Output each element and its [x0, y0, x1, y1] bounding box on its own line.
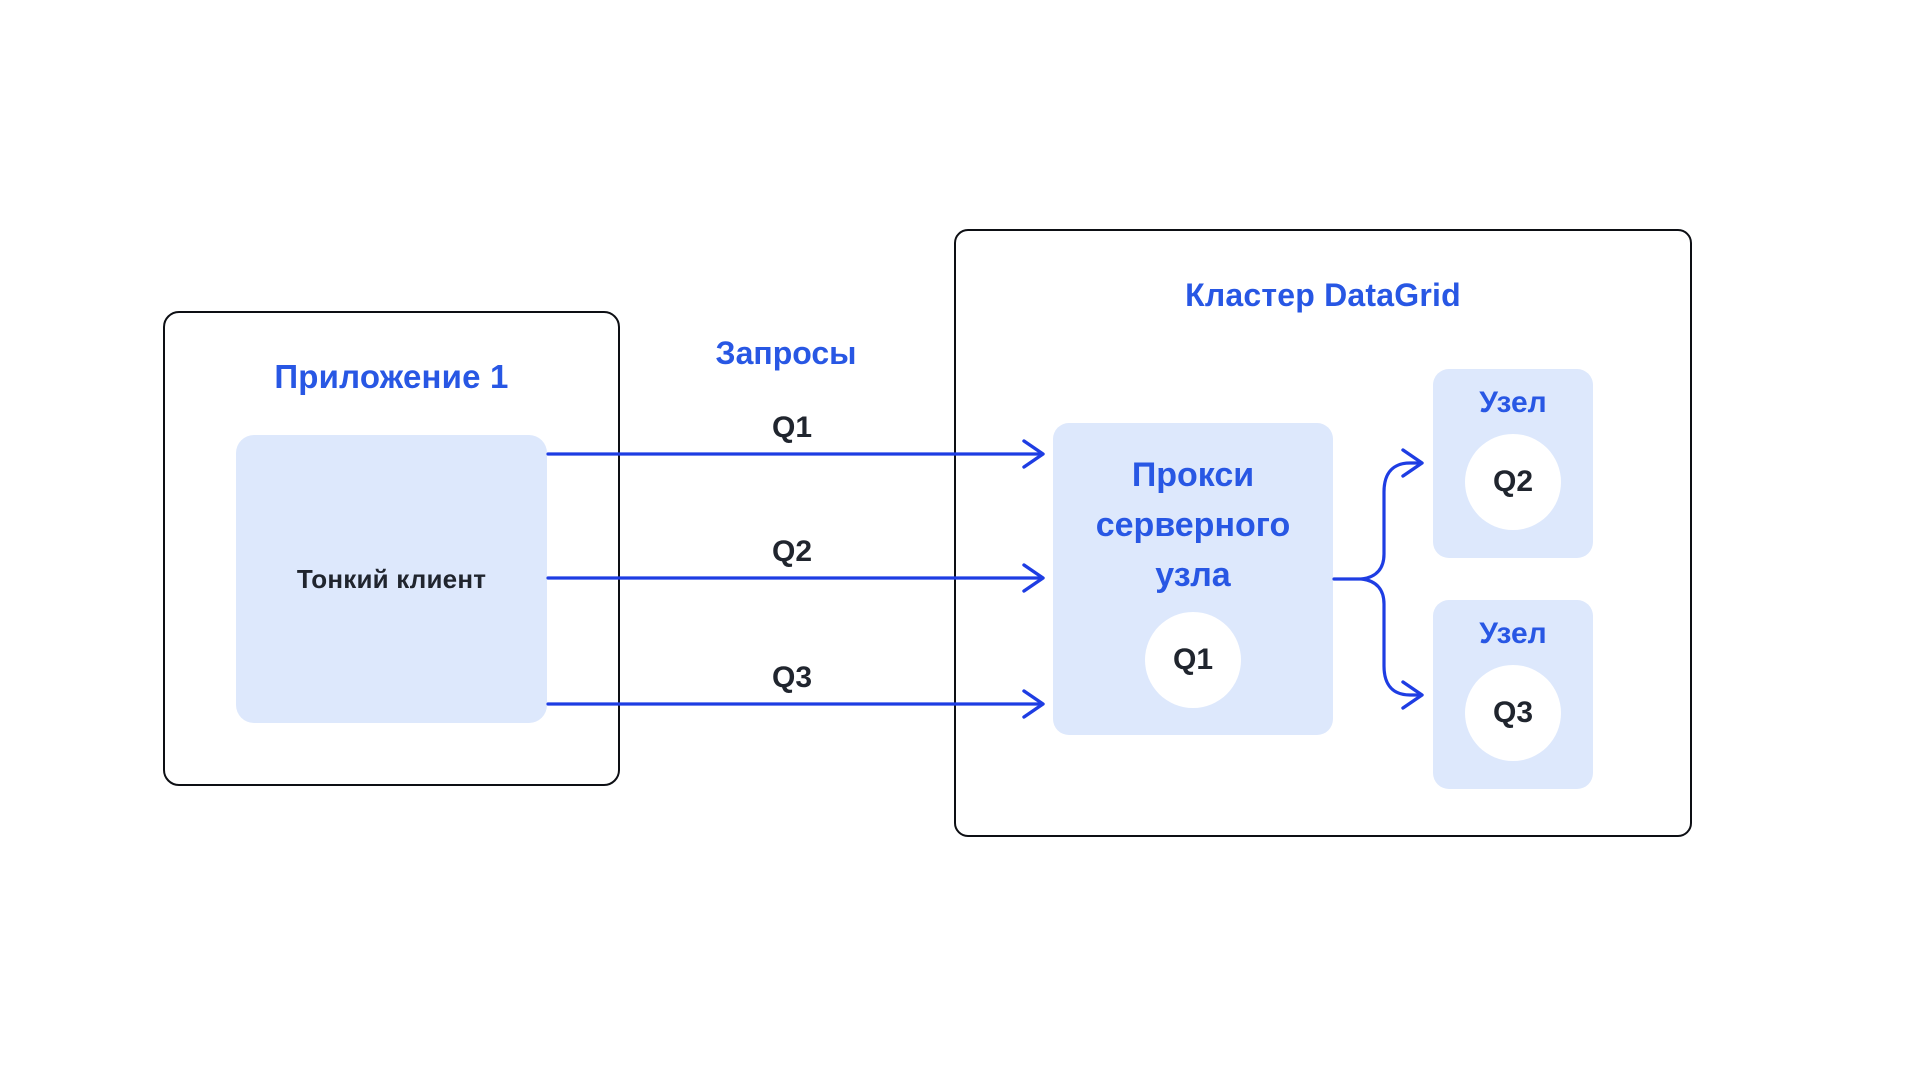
proxy-title: Прокси серверного узла [1096, 450, 1291, 600]
query-badge-q1: Q1 [1145, 612, 1241, 708]
query-badge-q3: Q3 [1465, 665, 1561, 761]
node-title: Узел [1479, 617, 1547, 650]
proxy-title-line-1: Прокси [1131, 456, 1255, 494]
cluster-title: Кластер DataGrid [1185, 277, 1461, 313]
requests-heading: Запросы [715, 335, 857, 371]
request-label-q3: Q3 [771, 661, 813, 694]
node-box-2: Узел Q3 [1433, 600, 1593, 789]
application-title: Приложение 1 [274, 358, 509, 395]
node-box-1: Узел Q2 [1433, 369, 1593, 558]
request-label-q1: Q1 [771, 411, 813, 444]
node-title: Узел [1479, 386, 1547, 419]
request-label-q2: Q2 [771, 535, 813, 568]
thin-client-label: Тонкий клиент [296, 563, 487, 594]
query-badge-q2: Q2 [1465, 434, 1561, 530]
proxy-title-line-3: узла [1155, 556, 1231, 594]
proxy-box: Прокси серверного узла Q1 [1053, 423, 1333, 735]
thin-client-box: Тонкий клиент [236, 435, 547, 723]
proxy-title-line-2: серверного [1095, 506, 1291, 544]
